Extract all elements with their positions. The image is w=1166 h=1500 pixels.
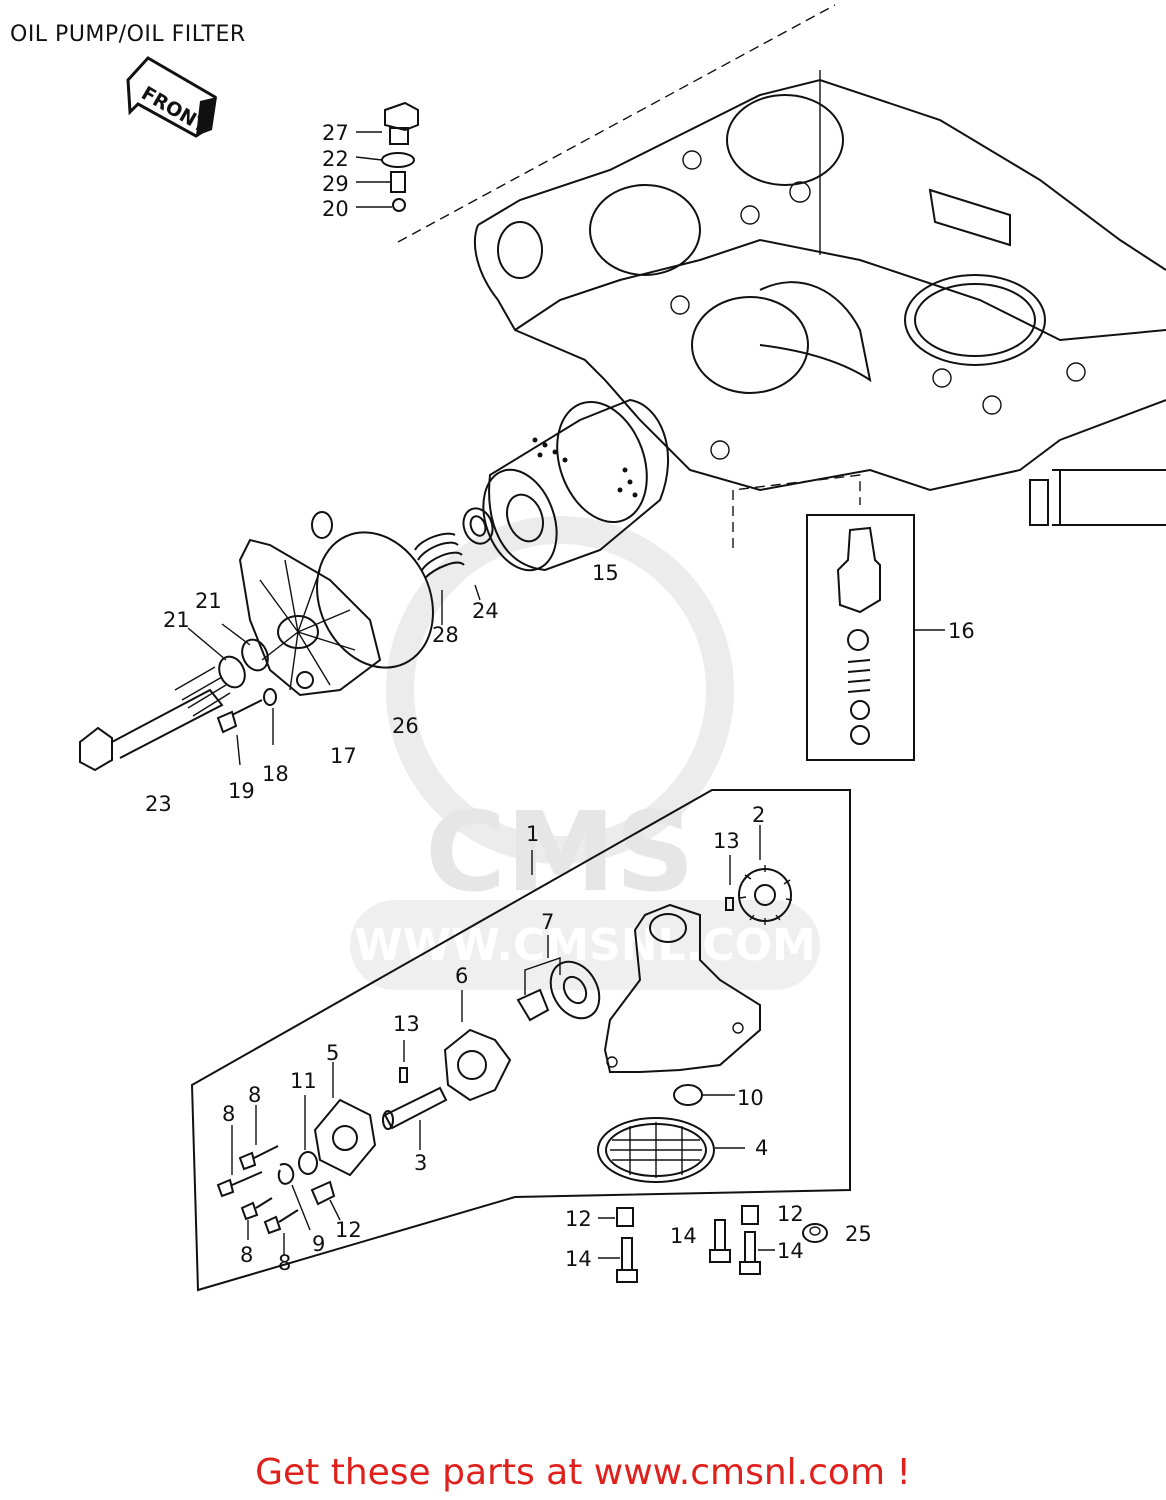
callout-25: 25: [845, 1222, 872, 1246]
footer-link[interactable]: Get these parts at www.cmsnl.com !: [255, 1452, 911, 1493]
callout-14a: 14: [565, 1247, 592, 1271]
callout-11: 11: [290, 1069, 317, 1093]
watermark-url: WWW.CMSNL.COM: [354, 920, 816, 971]
page-title: OIL PUMP/OIL FILTER: [10, 22, 246, 47]
dashed-leader-top: [397, 4, 836, 243]
callout-24: 24: [472, 599, 499, 623]
callout-8c: 8: [240, 1243, 253, 1267]
callout-27: 27: [322, 121, 349, 145]
callout-21a: 21: [163, 608, 190, 632]
callout-14c: 14: [777, 1239, 804, 1263]
callout-29: 29: [322, 172, 349, 196]
callout-7: 7: [541, 910, 554, 934]
drain-plug-assembly: [355, 101, 419, 212]
callout-6: 6: [455, 964, 468, 988]
callout-12a: 12: [335, 1218, 362, 1242]
dashed-leader-relief: [732, 474, 861, 548]
callout-16: 16: [948, 619, 975, 643]
callout-26: 26: [392, 714, 419, 738]
callout-28: 28: [432, 623, 459, 647]
pump-fasteners: [531, 850, 828, 1283]
callout-9: 9: [312, 1232, 325, 1256]
callout-8a: 8: [248, 1083, 261, 1107]
callout-12c: 12: [777, 1202, 804, 1226]
callout-22: 22: [322, 147, 349, 171]
callout-23: 23: [145, 792, 172, 816]
watermark-logo: CMS: [425, 788, 694, 916]
callout-5: 5: [326, 1041, 339, 1065]
oil-filter: [482, 398, 669, 572]
callout-21b: 21: [195, 589, 222, 613]
oil-pump-body: [549, 903, 761, 1073]
callout-8b: 8: [222, 1102, 235, 1126]
crankcase: [474, 70, 1166, 526]
callout-20: 20: [322, 197, 349, 221]
callout-8d: 8: [278, 1251, 291, 1275]
front-arrow: FRONT: [126, 56, 217, 138]
callout-10: 10: [737, 1086, 764, 1110]
oil-pump-enclosure: [190, 789, 851, 1292]
callout-1: 1: [526, 822, 539, 846]
callout-12b: 12: [565, 1207, 592, 1231]
filter-cover: [238, 511, 434, 697]
pump-internals: [313, 935, 561, 1177]
watermark: CMS WWW.CMSNL.COM: [350, 516, 820, 990]
callout-14b: 14: [670, 1224, 697, 1248]
relief-valve-box: [806, 514, 945, 761]
filter-spring-washer: [414, 507, 494, 625]
filter-bolt-assembly: [79, 623, 277, 772]
callout-3: 3: [414, 1151, 427, 1175]
callout-labels: 27 22 29 20 21 21 15 24 28 16 26 17 23 1…: [145, 121, 975, 1275]
callout-13b: 13: [393, 1012, 420, 1036]
callout-2: 2: [752, 803, 765, 827]
pump-sprocket: [725, 825, 793, 925]
callout-13a: 13: [713, 829, 740, 853]
callout-18: 18: [262, 762, 289, 786]
callout-4: 4: [755, 1136, 768, 1160]
callout-19: 19: [228, 779, 255, 803]
callout-17: 17: [330, 744, 357, 768]
callout-15: 15: [592, 561, 619, 585]
pump-small-parts: [216, 1084, 745, 1255]
